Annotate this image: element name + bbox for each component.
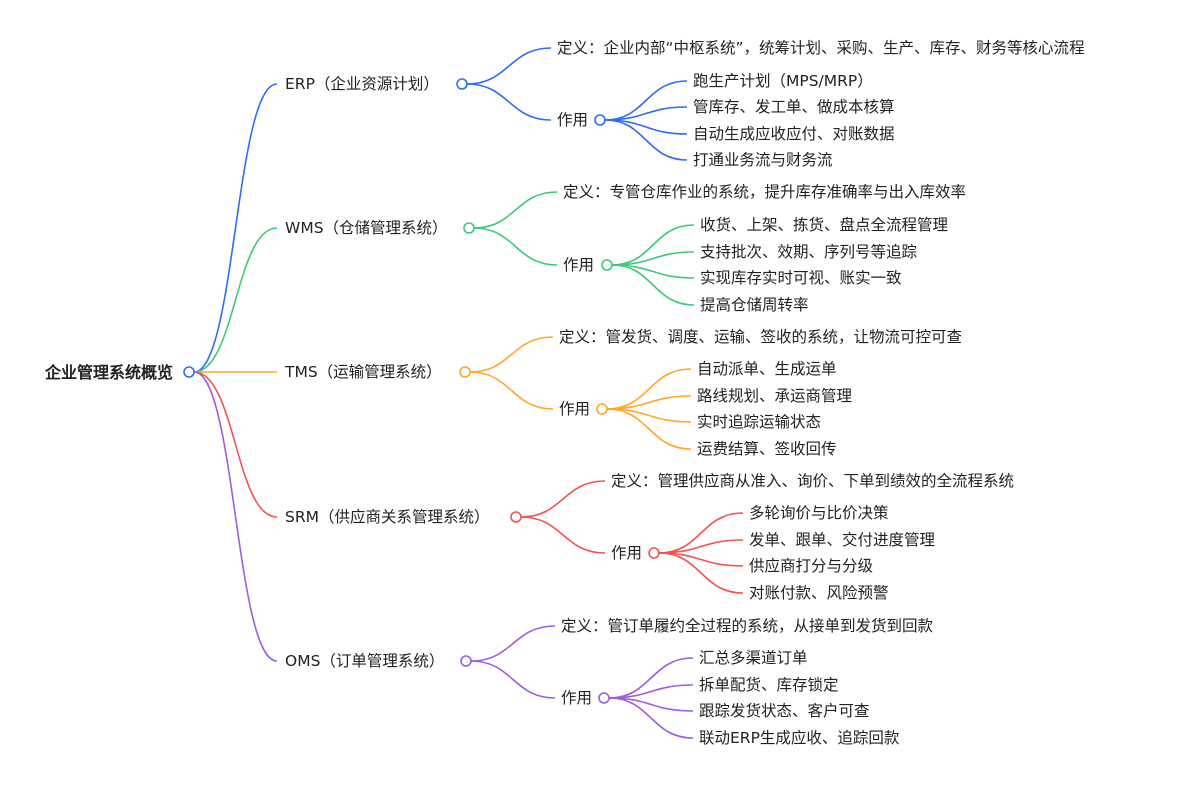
erp-definition-text: 定义：企业内部“中枢系统”，统筹计划、采购、生产、库存、财务等核心流程 [557, 39, 1085, 57]
tms-role-node-label: 作用 [559, 400, 591, 418]
srm-role-item: 供应商打分与分级 [749, 557, 874, 575]
oms-role-item-connector [608, 697, 694, 739]
tms-node-label: TMS（运输管理系统） [285, 363, 442, 381]
srm-role-item: 对账付款、风险预警 [749, 584, 889, 602]
srm-node-label: SRM（供应商关系管理系统） [285, 508, 490, 526]
erp-collapse-toggle-icon[interactable] [456, 78, 468, 90]
oms-role-node-label: 作用 [561, 689, 593, 707]
erp-role-item: 跑生产计划（MPS/MRP） [693, 72, 873, 90]
erp-role-item-connector [604, 119, 688, 161]
srm-role-item-connector [658, 552, 744, 594]
oms-definition-text: 定义：管订单履约全过程的系统，从接单到发货到回款 [561, 617, 934, 635]
root-to-oms-connector [193, 371, 278, 662]
tms-definition-connector [469, 336, 554, 373]
erp-definition-connector [466, 47, 552, 85]
oms-role-connector [470, 660, 556, 699]
erp-role-collapse-toggle-icon[interactable] [594, 114, 606, 126]
srm-definition-text: 定义：管理供应商从准入、询价、下单到绩效的全流程系统 [611, 472, 1015, 490]
wms-role-item: 实现库存实时可视、账实一致 [700, 269, 902, 287]
tms-role-item-connector [606, 368, 692, 410]
tms-collapse-toggle-icon[interactable] [459, 366, 471, 378]
wms-role-item: 提高仓储周转率 [700, 296, 809, 314]
root-to-srm-connector [193, 371, 278, 518]
erp-role-node-label: 作用 [557, 111, 589, 129]
root-collapse-toggle-icon[interactable] [183, 366, 195, 378]
srm-collapse-toggle-icon[interactable] [510, 511, 522, 523]
wms-role-connector [473, 227, 558, 266]
erp-role-connector [466, 83, 552, 121]
erp-role-item: 自动生成应收应付、对账数据 [693, 125, 895, 143]
tms-role-connector [469, 371, 554, 410]
wms-role-item: 收货、上架、拣货、盘点全流程管理 [700, 216, 949, 234]
tms-role-collapse-toggle-icon[interactable] [596, 403, 608, 415]
tms-role-item-connector [606, 408, 692, 450]
oms-node-label: OMS（订单管理系统） [285, 652, 445, 670]
tms-role-item: 实时追踪运输状态 [697, 413, 822, 431]
oms-role-item-connector [608, 657, 694, 699]
wms-role-item-connector [611, 264, 695, 306]
oms-role-item: 拆单配货、库存锁定 [699, 676, 839, 694]
srm-role-item: 多轮询价与比价决策 [749, 504, 889, 522]
srm-role-node-label: 作用 [611, 544, 643, 562]
tms-role-item: 运费结算、签收回传 [697, 440, 837, 458]
root-to-wms-connector [193, 227, 278, 373]
wms-node-label: WMS（仓储管理系统） [285, 219, 448, 237]
oms-collapse-toggle-icon[interactable] [460, 655, 472, 667]
root-to-erp-connector [193, 83, 278, 373]
oms-definition-connector [470, 625, 556, 662]
wms-collapse-toggle-icon[interactable] [463, 222, 475, 234]
tms-role-item: 自动派单、生成运单 [697, 360, 837, 378]
erp-role-item-connector [604, 80, 688, 121]
wms-role-node-label: 作用 [563, 256, 595, 274]
srm-role-connector [520, 516, 606, 554]
wms-role-collapse-toggle-icon[interactable] [601, 259, 613, 271]
srm-role-item: 发单、跟单、交付进度管理 [749, 531, 936, 549]
oms-role-item: 跟踪发货状态、客户可查 [699, 702, 870, 720]
srm-role-collapse-toggle-icon[interactable] [648, 547, 660, 559]
erp-role-item: 打通业务流与财务流 [693, 151, 833, 169]
erp-node-label: ERP（企业资源计划） [285, 75, 439, 93]
oms-role-item: 联动ERP生成应收、追踪回款 [699, 729, 900, 747]
oms-role-collapse-toggle-icon[interactable] [598, 692, 610, 704]
wms-definition-text: 定义：专管仓库作业的系统，提升库存准确率与出入库效率 [563, 183, 967, 201]
oms-role-item: 汇总多渠道订单 [699, 649, 808, 667]
srm-definition-connector [520, 480, 606, 518]
tms-definition-text: 定义：管发货、调度、运输、签收的系统，让物流可控可查 [559, 328, 963, 346]
wms-definition-connector [473, 191, 558, 229]
wms-role-item: 支持批次、效期、序列号等追踪 [700, 243, 918, 261]
srm-role-item-connector [658, 512, 744, 554]
tms-role-item: 路线规划、承运商管理 [697, 387, 853, 405]
root-node-label: 企业管理系统概览 [45, 363, 174, 382]
wms-role-item-connector [611, 224, 695, 266]
erp-role-item: 管库存、发工单、做成本核算 [693, 98, 895, 116]
